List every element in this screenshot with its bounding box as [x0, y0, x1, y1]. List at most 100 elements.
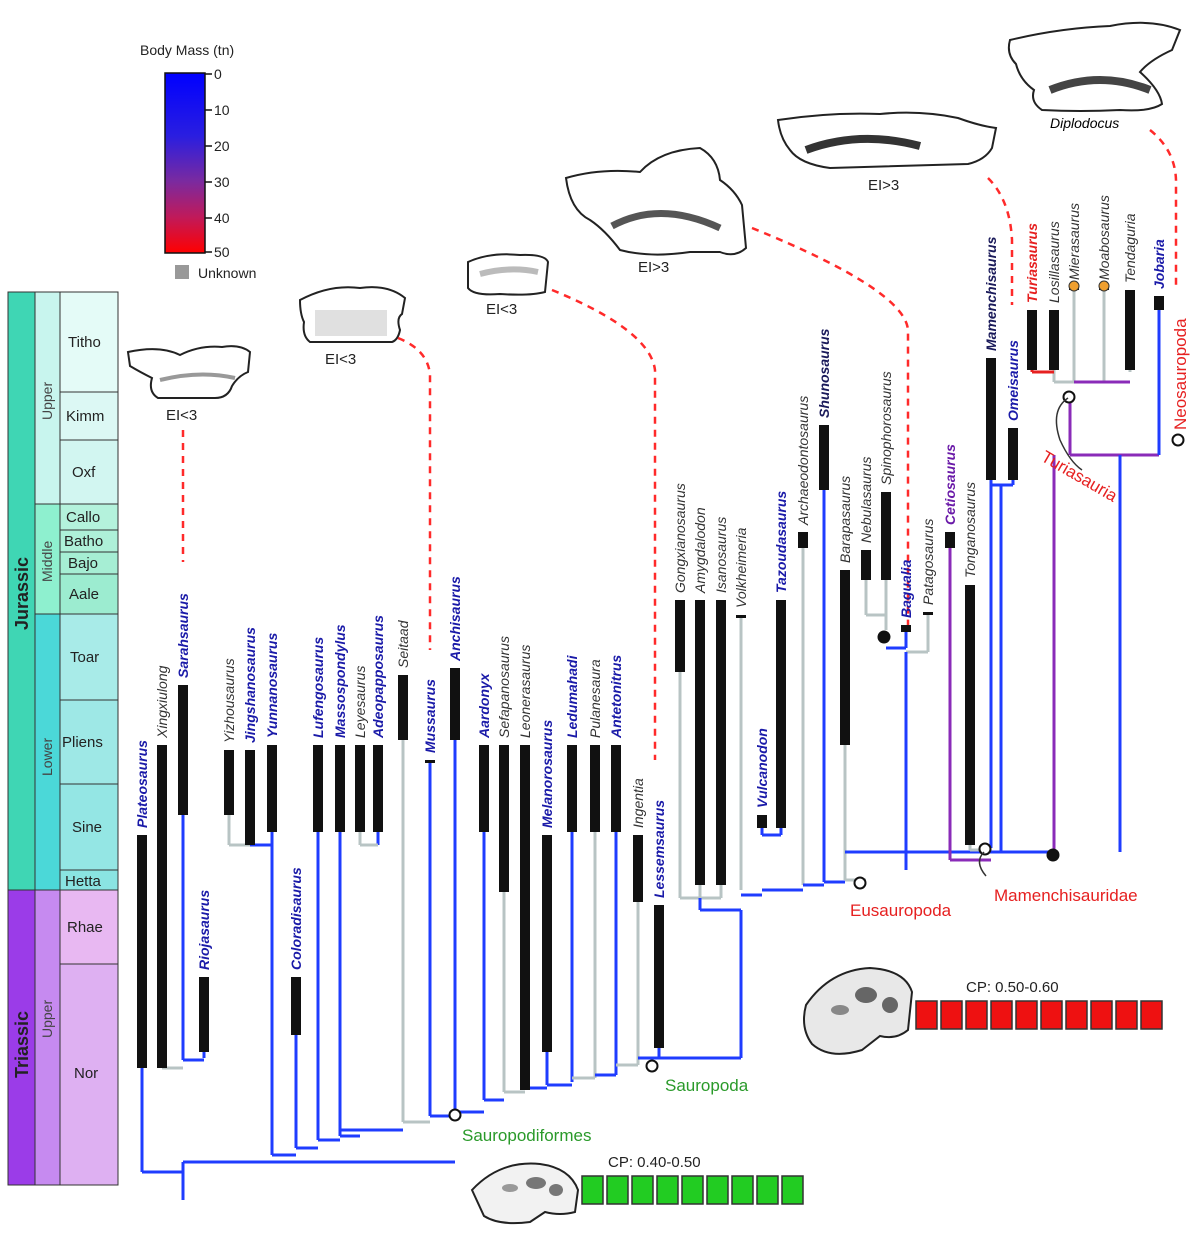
epoch-label-lower-jurassic: Lower — [39, 738, 55, 776]
range-bar-losillasaurus — [1049, 310, 1059, 370]
clade-label-eusauropoda: Eusauropoda — [850, 901, 952, 920]
cp-cell — [1140, 1000, 1163, 1030]
stage-label-callo: Callo — [66, 509, 100, 526]
range-bar-yunnanosaurus — [267, 745, 277, 832]
vertebra-leaders — [181, 129, 1178, 760]
range-bar-xingxiulong — [157, 745, 167, 1068]
range-bar-nebulasaurus — [861, 550, 871, 580]
taxon-label-adeopapposaurus: Adeopapposaurus — [370, 615, 386, 739]
taxon-label-ledumahadi: Ledumahadi — [564, 654, 580, 738]
range-bar-tazoudasaurus — [776, 600, 786, 828]
taxon-label-xingxiulong: Xingxiulong — [154, 665, 170, 739]
taxon-label-spinophorosaurus: Spinophorosaurus — [878, 371, 894, 485]
range-bar-antetonitrus — [611, 745, 621, 832]
taxon-label-volkheimeria: Volkheimeria — [733, 527, 749, 608]
taxon-label-losillasaurus: Losillasaurus — [1046, 221, 1062, 303]
legend-tick-40: 40 — [214, 210, 230, 226]
stage-label-rhae: Rhae — [67, 919, 103, 936]
taxon-label-coloradisaurus: Coloradisaurus — [288, 867, 304, 970]
legend-title: Body Mass (tn) — [140, 42, 234, 58]
taxon-label-mierasaurus: Mierasaurus — [1066, 203, 1082, 280]
taxon-label-turiasaurus: Turiasaurus — [1024, 223, 1040, 303]
stage-callo — [59, 503, 119, 531]
clade-label-neosauropoda: Neosauropoda — [1171, 318, 1190, 430]
range-bar-coloradisaurus — [291, 977, 301, 1035]
range-bar-jobaria — [1154, 296, 1164, 310]
taxon-label-tazoudasaurus: Tazoudasaurus — [773, 491, 789, 593]
taxon-label-mamenchisaurus: Mamenchisaurus — [983, 236, 999, 351]
vertebra-4-label: EI>3 — [638, 259, 669, 276]
taxon-label-sefapanosaurus: Sefapanosaurus — [496, 636, 512, 738]
stage-label-kimm: Kimm — [66, 408, 104, 425]
range-bar-cetiosaurus — [945, 532, 955, 548]
epoch-upper-triassic — [34, 889, 61, 1186]
skull-cp-green: CP: 0.40-0.50 — [470, 1154, 804, 1225]
epoch-label-middle-jurassic: Middle — [39, 541, 55, 582]
stage-kimm — [59, 391, 119, 441]
taxon-label-antetonitrus: Antetonitrus — [608, 655, 624, 739]
vertebra-1: EI<3 — [126, 345, 252, 424]
taxon-label-jingshanosaurus: Jingshanosaurus — [242, 627, 258, 743]
clade-label-sauropodiformes: Sauropodiformes — [462, 1126, 591, 1145]
vertebra-5: EI>3 — [776, 111, 998, 194]
vertebra-6-label: Diplodocus — [1050, 115, 1119, 131]
taxon-label-moabosaurus: Moabosaurus — [1096, 195, 1112, 280]
range-bar-yizhousaurus — [224, 750, 234, 815]
taxon-label-ingentia: Ingentia — [630, 778, 646, 828]
range-bar-plateosaurus — [137, 835, 147, 1068]
range-bar-leonerasaurus — [520, 745, 530, 1090]
legend-unknown-swatch — [175, 265, 189, 279]
range-bar-ingentia — [633, 835, 643, 902]
skull-cp-red: CP: 0.50-0.60 — [803, 966, 1163, 1055]
taxon-label-nebulasaurus: Nebulasaurus — [858, 457, 874, 543]
range-bar-volkheimeria — [736, 615, 746, 618]
node-marker-2 — [645, 1059, 659, 1073]
epoch-lower-jurassic — [34, 613, 61, 891]
taxon-label-patagosaurus: Patagosaurus — [920, 519, 936, 605]
legend-tick-20: 20 — [214, 138, 230, 154]
cp-cell — [756, 1175, 779, 1205]
legend-ticks — [205, 73, 212, 253]
range-bar-patagosaurus — [923, 612, 933, 615]
taxon-label-yizhousaurus: Yizhousaurus — [221, 658, 237, 743]
range-bar-isanosaurus — [716, 600, 726, 885]
vertebra-2-label: EI<3 — [325, 351, 356, 368]
cp-cell — [656, 1175, 679, 1205]
taxon-label-anchisaurus: Anchisaurus — [447, 576, 463, 662]
legend-tick-30: 30 — [214, 174, 230, 190]
cp-cell — [1090, 1000, 1113, 1030]
stage-titho — [59, 291, 119, 393]
taxon-label-pulanesaura: Pulanesaura — [587, 659, 603, 738]
legend-tick-0: 0 — [214, 66, 222, 82]
cp-cell — [915, 1000, 938, 1030]
stage-label-nor: Nor — [74, 1065, 98, 1082]
legend-tick-10: 10 — [214, 102, 230, 118]
stratigraphic-ranges — [137, 287, 1164, 1090]
taxon-label-omeisaurus: Omeisaurus — [1005, 340, 1021, 421]
range-bar-mussaurus — [425, 760, 435, 763]
range-bar-aardonyx — [479, 745, 489, 832]
range-bar-tonganosaurus — [965, 585, 975, 845]
taxon-label-barapasaurus: Barapasaurus — [837, 476, 853, 563]
stage-label-titho: Titho — [68, 334, 101, 351]
stage-label-sine: Sine — [72, 819, 102, 836]
node-marker-3 — [853, 876, 867, 890]
range-bar-archaeodontosaurus — [798, 532, 808, 548]
stage-label-hetta: Hetta — [65, 873, 102, 890]
stage-rhae — [59, 889, 119, 965]
range-bar-barapasaurus — [840, 570, 850, 745]
stage-toar — [59, 613, 119, 701]
stage-label-batho: Batho — [64, 533, 103, 550]
taxon-label-jobaria: Jobaria — [1151, 239, 1167, 289]
timescale-labels: Jurassic Triassic Upper Middle Lower Upp… — [12, 334, 104, 1082]
range-bar-ledumahadi — [567, 745, 577, 832]
node-marker-6 — [1046, 848, 1060, 862]
taxon-label-lessemsaurus: Lessemsaurus — [651, 800, 667, 898]
geologic-timescale — [7, 291, 119, 1186]
taxon-label-isanosaurus: Isanosaurus — [713, 517, 729, 593]
range-bar-vulcanodon — [757, 815, 767, 828]
range-bar-massospondylus — [335, 745, 345, 832]
taxon-label-yunnanosaurus: Yunnanosaurus — [264, 633, 280, 738]
taxon-label-bagualia: Bagualia — [898, 559, 914, 618]
range-bar-lufengosaurus — [313, 745, 323, 832]
